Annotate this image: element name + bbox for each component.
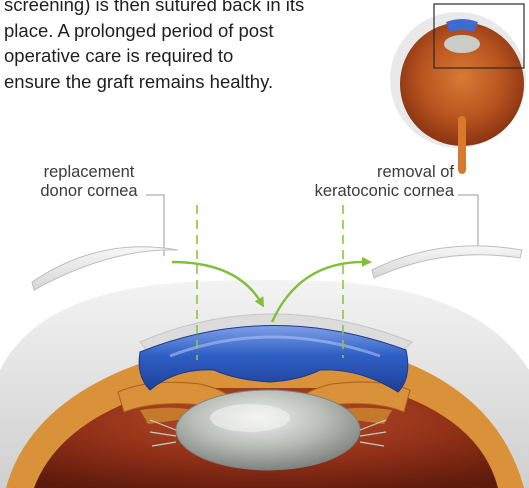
keratoconic-cornea	[372, 246, 522, 278]
donor-cornea	[32, 247, 178, 290]
removal-leader-line	[458, 195, 478, 250]
lens-highlight	[210, 404, 290, 432]
eye-globe-thumbnail	[390, 4, 526, 170]
eye-cross-section	[0, 280, 529, 488]
thumbnail-lens	[444, 35, 480, 53]
